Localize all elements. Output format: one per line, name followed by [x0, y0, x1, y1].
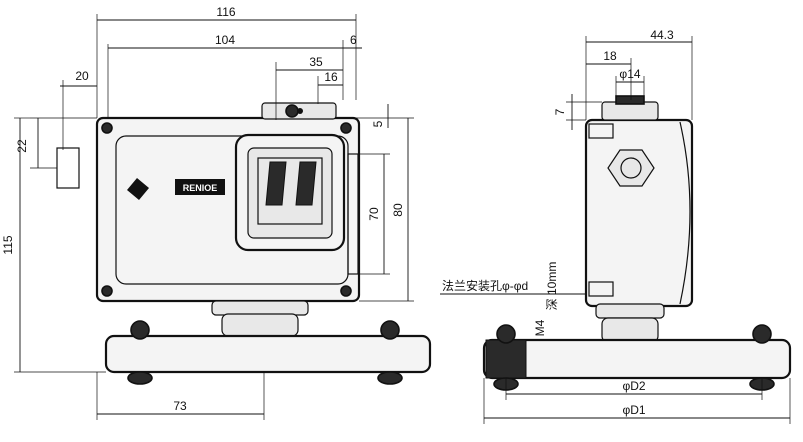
flange-bolt-icon	[752, 324, 772, 344]
stud-bottom	[588, 281, 614, 297]
flange-nut-icon	[127, 371, 153, 385]
side-base-flange	[482, 338, 792, 380]
side-dimensions: 44.3 18 φ14 7 法兰安装孔φ-φd 深 10mm M4 φD2 φD…	[440, 28, 791, 424]
conduit-left	[56, 147, 80, 189]
corner-screw-icon	[340, 285, 352, 297]
scale-right-icon	[295, 161, 317, 206]
dim-phi-d1: φD1	[622, 403, 645, 417]
dim-116: 116	[216, 5, 235, 19]
dim-44-3: 44.3	[650, 28, 674, 42]
dim-35: 35	[309, 55, 323, 69]
side-profile	[679, 121, 691, 305]
dim-104: 104	[215, 33, 235, 47]
front-view: RENIOE	[56, 102, 432, 385]
thread-note: M4	[533, 319, 547, 336]
flange-nut-icon	[377, 371, 403, 385]
flange-bolt-icon	[130, 320, 150, 340]
side-rail	[347, 153, 359, 275]
dim-115: 115	[1, 235, 15, 254]
bottom-fitting	[221, 313, 299, 337]
scale-left-icon	[265, 161, 287, 206]
thread-depth-note: 深 10mm	[545, 262, 559, 311]
side-bottom-fitting	[601, 317, 659, 343]
hex-plug-icon	[607, 149, 655, 187]
dim-80: 80	[391, 203, 405, 217]
port-nut-icon	[285, 104, 299, 118]
dim-7: 7	[553, 108, 567, 115]
dim-22: 22	[15, 139, 29, 153]
dim-73: 73	[173, 399, 187, 413]
front-dimensions: 116 104 6 35 16 20 22 115 5	[1, 5, 414, 420]
dim-phi-d2: φD2	[622, 379, 645, 393]
port-screw-icon	[297, 108, 303, 114]
corner-screw-icon	[101, 122, 113, 134]
corner-screw-icon	[340, 122, 352, 134]
dim-70: 70	[367, 207, 381, 221]
dim-5: 5	[371, 120, 385, 127]
dim-phi14: φ14	[619, 67, 640, 81]
brand-plate	[175, 179, 225, 195]
stud-top	[588, 123, 614, 139]
logo-icon	[127, 178, 149, 200]
dim-6: 6	[350, 33, 357, 47]
side-bottom-nut	[595, 303, 665, 319]
side-view	[482, 95, 792, 391]
flange-bolt-icon	[496, 324, 516, 344]
dim-18: 18	[603, 49, 617, 63]
dim-16: 16	[324, 70, 338, 84]
bottom-nut	[211, 300, 309, 316]
brand-label: RENIOE	[183, 183, 218, 193]
dial-face	[257, 157, 323, 225]
base-flange	[104, 334, 432, 374]
flange-hole-note: 法兰安装孔φ-φd	[442, 278, 528, 293]
dim-20: 20	[75, 69, 89, 83]
corner-screw-icon	[101, 285, 113, 297]
side-body	[584, 118, 694, 308]
flange-bolt-icon	[380, 320, 400, 340]
side-port-cap	[615, 95, 645, 105]
flange-section-icon	[485, 339, 527, 379]
hex-plug-bore-icon	[620, 157, 642, 179]
